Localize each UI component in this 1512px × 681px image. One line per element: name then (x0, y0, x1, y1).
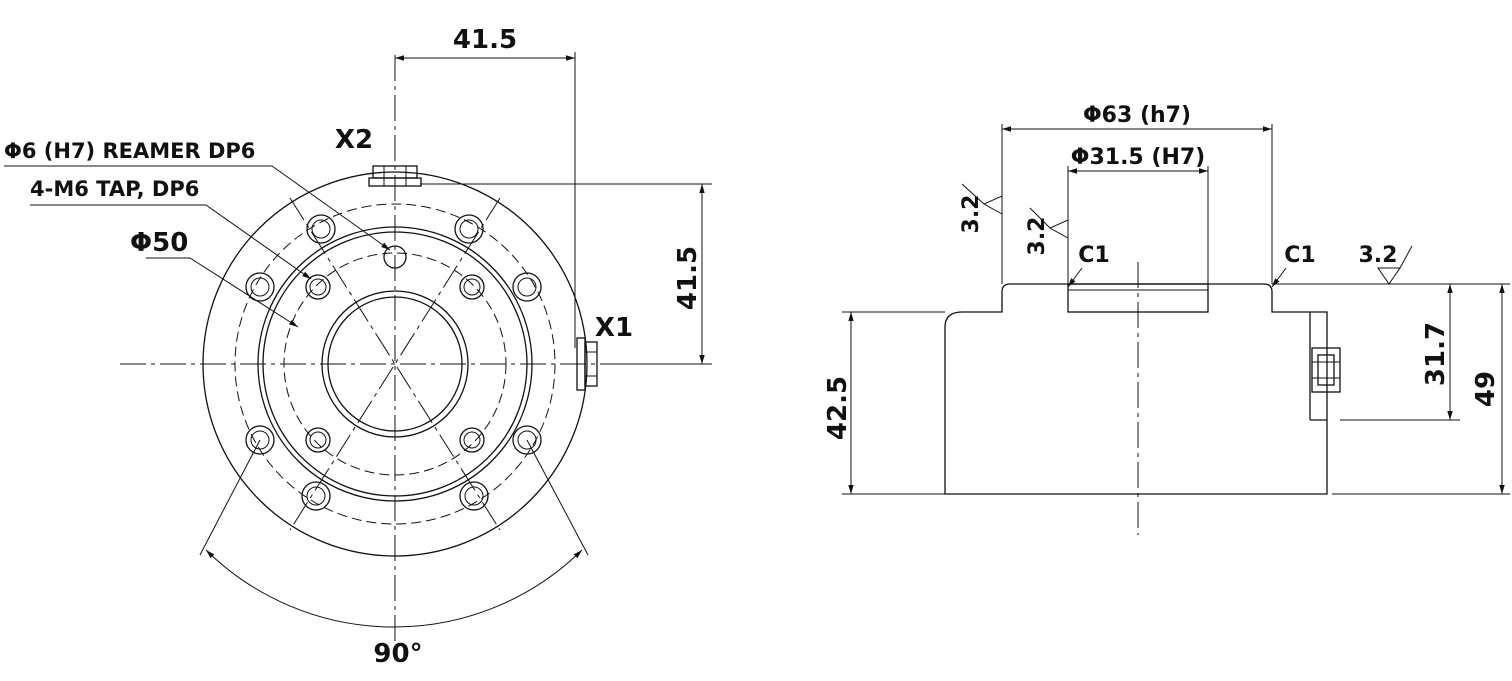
outer-bolt-pitch-circle (234, 203, 556, 525)
tap-hole (305, 427, 331, 453)
outer-diameter-label: Φ63 (h7) (1083, 103, 1191, 128)
pcd-callout: Φ50 (130, 228, 188, 258)
roughness-label-3: 3.2 (1359, 243, 1398, 268)
bolt-hole (245, 272, 275, 302)
front-view: 41.5 41.5 90° X2 X1 Φ6 (H7) REAMER DP6 4… (4, 25, 712, 669)
tap-hole (459, 274, 485, 300)
reamer-hole (383, 245, 407, 269)
pcd-leader (146, 257, 299, 328)
right-dimension (420, 183, 712, 365)
side-view: Φ63 (h7) Φ31.5 (H7) C1 C1 3.2 3.2 3.2 31… (823, 103, 1510, 535)
bolt-hole (459, 481, 489, 511)
bolt-hole (306, 214, 336, 244)
pcd50-circle (283, 252, 507, 476)
roughness-label-1: 3.2 (959, 195, 984, 234)
x1-label: X1 (595, 313, 633, 343)
x1-connector (576, 337, 598, 391)
roughness-symbol (961, 183, 1003, 215)
roughness-label-2: 3.2 (1025, 217, 1050, 256)
bolt-hole (454, 214, 484, 244)
right-height-dimension-label: 41.5 (673, 246, 703, 310)
reamer-leader (4, 165, 391, 251)
outer-bolt-holes (245, 214, 542, 511)
connector-height-label: 31.7 (1421, 322, 1451, 386)
inner-ring-outer (257, 226, 533, 502)
chamfer-right-label: C1 (1284, 243, 1315, 268)
reamer-callout: Φ6 (H7) REAMER DP6 (4, 139, 255, 163)
bore-inner (327, 296, 463, 432)
bolt-hole (245, 425, 275, 455)
tap-hole (305, 274, 331, 300)
bore-outer (321, 290, 469, 438)
angle-label: 90° (373, 639, 422, 669)
body-height-label: 42.5 (823, 376, 853, 440)
m6-tap-holes (305, 274, 485, 453)
angle-dimension (199, 439, 589, 628)
total-height-label: 49 (1471, 371, 1501, 407)
bolt-hole (512, 272, 542, 302)
top-width-dimension-label: 41.5 (453, 25, 517, 55)
roughness-symbol (1029, 207, 1069, 239)
top-dimension (395, 52, 576, 348)
roughness-symbol (1377, 245, 1413, 285)
x2-label: X2 (335, 125, 373, 155)
body-outline (944, 283, 1328, 495)
x2-connector (368, 165, 422, 187)
tap-callout: 4-M6 TAP, DP6 (30, 177, 199, 201)
chamfer-left-leader (1067, 267, 1083, 288)
diag-center-line (289, 197, 501, 531)
bore-diameter-label: Φ31.5 (H7) (1071, 145, 1205, 170)
bolt-hole (512, 425, 542, 455)
inner-ring-inner (262, 231, 528, 497)
tap-leader (30, 204, 312, 280)
tap-hole (459, 427, 485, 453)
side-connector (1311, 347, 1341, 393)
bolt-hole (301, 481, 331, 511)
chamfer-left-label: C1 (1078, 243, 1109, 268)
diag-center-line (289, 197, 501, 531)
